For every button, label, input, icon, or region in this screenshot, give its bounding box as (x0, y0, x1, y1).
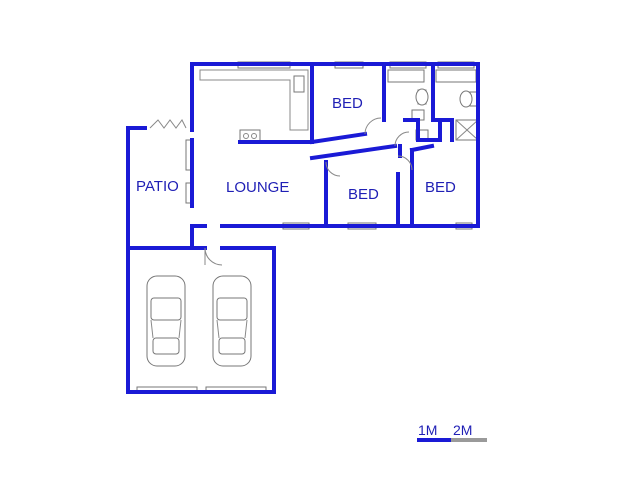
toilet-icon (415, 88, 429, 106)
scale-label-1m: 1M (418, 422, 437, 438)
car-icon (146, 275, 186, 367)
sink-icon (293, 75, 305, 93)
scale-bar: 1M 2M (417, 422, 487, 442)
walls (126, 62, 480, 394)
room-label-bed: BED (332, 95, 363, 112)
room-label-patio: PATIO (136, 178, 179, 195)
room-label-bed: BED (348, 186, 379, 203)
room-label-lounge: LOUNGE (226, 179, 289, 196)
door-icon (149, 117, 413, 266)
room-label-bed: BED (425, 179, 456, 196)
shower-icon (455, 119, 479, 141)
scale-label-2m: 2M (453, 422, 472, 438)
bathroom-fixtures (387, 69, 479, 141)
car-icon (212, 275, 252, 367)
kitchen-counter (199, 69, 309, 143)
toilet-icon (459, 90, 479, 108)
